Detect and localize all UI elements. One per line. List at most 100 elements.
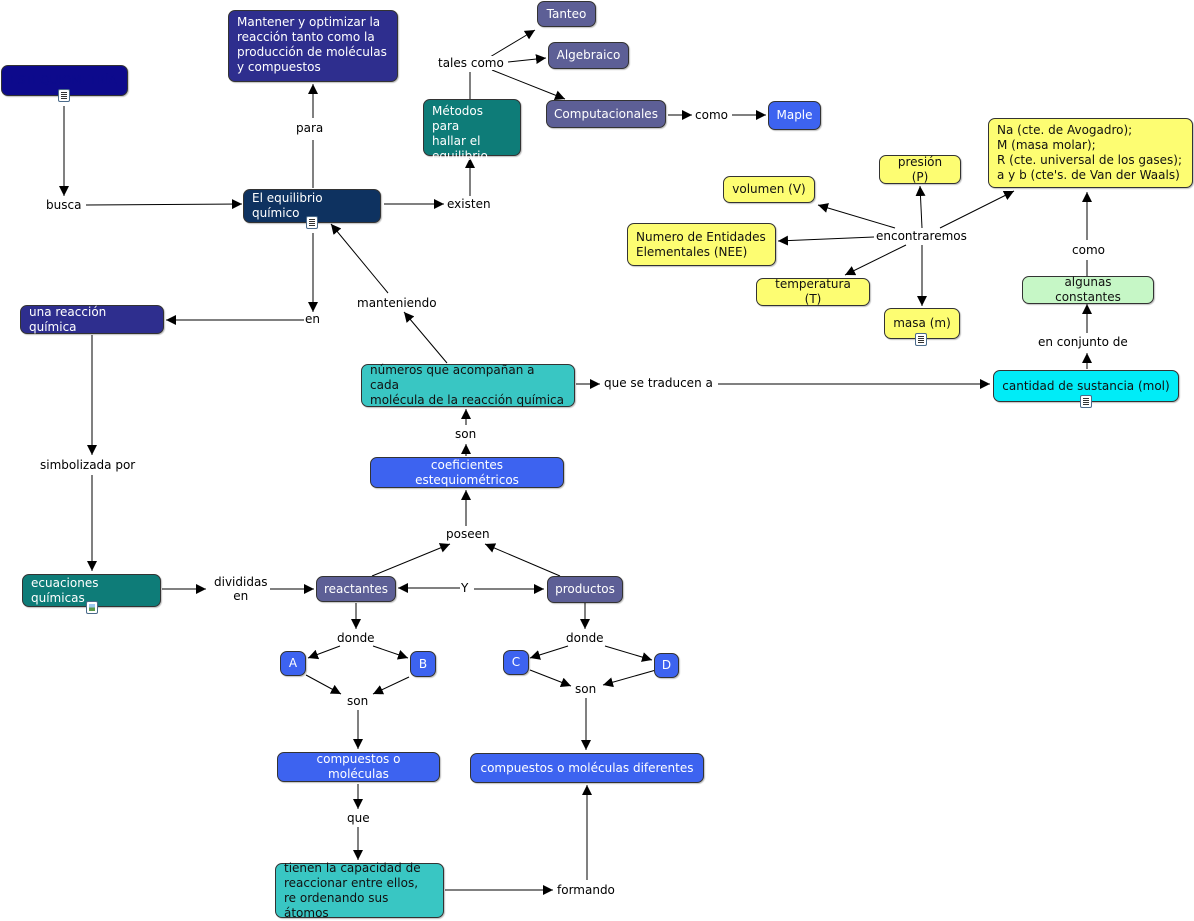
concept-metodos[interactable]: Métodos para hallar el equilibrio <box>423 99 521 163</box>
document-icon[interactable] <box>1080 395 1092 408</box>
concept-label: volumen (V) <box>732 182 806 196</box>
concept-label: una reacción química <box>29 304 107 334</box>
concept-algunas-constantes[interactable]: algunas constantes <box>1022 275 1154 304</box>
concept-label: Algebraico <box>556 48 621 62</box>
connector <box>604 645 653 662</box>
concept-computacionales[interactable]: Computacionales <box>546 100 666 128</box>
connector <box>844 244 907 276</box>
link-label-poseen: poseen <box>446 527 490 541</box>
link-label-simbolizada: simbolizada por <box>40 458 136 472</box>
connector <box>372 645 409 660</box>
concept-label: Métodos para hallar el equilibrio <box>432 104 488 163</box>
connector <box>489 29 536 58</box>
concept-numeros[interactable]: números que acompañan a cada molécula de… <box>361 363 575 407</box>
concept-label: Mantener y optimizar la reacción tanto c… <box>237 15 387 74</box>
link-label-manteniendo: manteniendo <box>357 296 437 310</box>
document-icon[interactable] <box>306 216 318 229</box>
concept-productos[interactable]: productos <box>547 576 623 603</box>
connector <box>529 669 572 688</box>
concept-ecuaciones[interactable]: ecuaciones químicas <box>22 574 161 607</box>
link-label-que: que <box>347 811 370 825</box>
concept-label: Tanteo <box>546 6 587 21</box>
concept-label: cantidad de sustancia (mol) <box>1002 378 1170 393</box>
connector <box>371 543 451 577</box>
concept-label: Numero de Entidades Elementales (NEE) <box>636 229 766 259</box>
connector <box>507 54 547 65</box>
concept-label: Na (cte. de Avogadro); M (masa molar); R… <box>997 123 1183 182</box>
link-label-son-reactantes: son <box>347 694 369 708</box>
connector <box>602 669 657 688</box>
concept-algebraico[interactable]: Algebraico <box>548 42 629 69</box>
concept-label: compuestos o moléculas <box>316 752 401 781</box>
concept-tanteo[interactable]: Tanteo <box>537 1 596 27</box>
concept-b[interactable]: B <box>410 651 436 677</box>
concept-c[interactable]: C <box>503 650 529 675</box>
link-label-y: Y <box>461 581 469 595</box>
concept-label: ecuaciones químicas <box>31 575 99 605</box>
concept-masa[interactable]: masa (m) <box>884 308 960 339</box>
concept-label: C <box>511 655 521 669</box>
link-label-son-productos: son <box>575 682 597 696</box>
concept-compuestos[interactable]: compuestos o moléculas <box>277 752 440 782</box>
concept-label: A <box>288 656 298 670</box>
concept-nee[interactable]: Numero de Entidades Elementales (NEE) <box>627 223 776 266</box>
concept-label: D <box>661 658 672 672</box>
connector <box>85 199 243 210</box>
concept-label: números que acompañan a cada molécula de… <box>370 363 564 407</box>
connector <box>307 645 341 660</box>
document-icon[interactable] <box>915 333 927 346</box>
concept-reaccion-quimica[interactable]: una reacción química <box>20 305 164 334</box>
connector <box>817 203 896 229</box>
concept-maple[interactable]: Maple <box>768 101 821 130</box>
concept-label: algunas constantes <box>1055 275 1121 304</box>
link-label-son-coeficientes: son <box>455 427 477 441</box>
concept-coeficientes[interactable]: coeficientes estequiométricos <box>370 457 564 488</box>
document-icon[interactable] <box>58 89 70 102</box>
connector <box>403 311 448 364</box>
link-label-donde-reactantes: donde <box>337 631 375 645</box>
link-label-como-maple: como <box>695 108 728 122</box>
connector <box>484 543 561 577</box>
concept-mantener[interactable]: Mantener y optimizar la reacción tanto c… <box>228 10 398 82</box>
image-icon[interactable] <box>86 601 98 614</box>
link-label-en: en <box>305 312 320 326</box>
concept-presion[interactable]: presión (P) <box>879 155 961 184</box>
concept-label: temperatura (T) <box>775 277 851 306</box>
connector <box>915 185 926 229</box>
link-label-en-conjunto: en conjunto de <box>1038 335 1128 349</box>
link-label-existen: existen <box>447 197 491 211</box>
connector <box>777 235 875 246</box>
concept-a[interactable]: A <box>280 651 306 676</box>
concept-label: presión (P) <box>897 154 943 184</box>
link-label-divididas: divididas en <box>214 575 268 603</box>
concept-label: tienen la capacidad de reaccionar entre … <box>284 860 421 920</box>
link-label-tales-como: tales como <box>438 56 504 70</box>
link-label-formando: formando <box>557 883 615 897</box>
concept-temperatura[interactable]: temperatura (T) <box>756 277 870 306</box>
concept-label: masa (m) <box>893 316 951 330</box>
concept-label: compuestos o moléculas diferentes <box>480 760 694 775</box>
concept-compuestos-diferentes[interactable]: compuestos o moléculas diferentes <box>470 753 704 783</box>
connector <box>939 190 1015 229</box>
link-label-encontraremos: encontraremos <box>876 229 967 243</box>
link-label-donde-productos: donde <box>566 631 604 645</box>
connector <box>529 645 569 660</box>
concept-tienen-capacidad[interactable]: tienen la capacidad de reaccionar entre … <box>275 860 444 920</box>
concept-label: Computacionales <box>554 106 658 121</box>
concept-reactantes[interactable]: reactantes <box>316 576 396 602</box>
concept-d[interactable]: D <box>654 653 679 678</box>
concept-label: Maple <box>776 108 813 122</box>
concept-label: ESTEQUIOMETRÍA <box>10 73 117 87</box>
connector <box>330 223 389 294</box>
concept-volumen[interactable]: volumen (V) <box>723 176 815 203</box>
link-label-traducen: que se traducen a <box>604 376 713 390</box>
concept-label: productos <box>555 582 615 596</box>
link-label-busca: busca <box>46 198 82 212</box>
link-label-como-constantes: como <box>1072 243 1105 257</box>
concept-label: El equilibrio químico <box>252 191 323 220</box>
connector <box>372 676 410 695</box>
concept-label: coeficientes estequiométricos <box>415 457 519 487</box>
connector <box>305 674 342 695</box>
concept-constantes[interactable]: Na (cte. de Avogadro); M (masa molar); R… <box>988 118 1193 188</box>
